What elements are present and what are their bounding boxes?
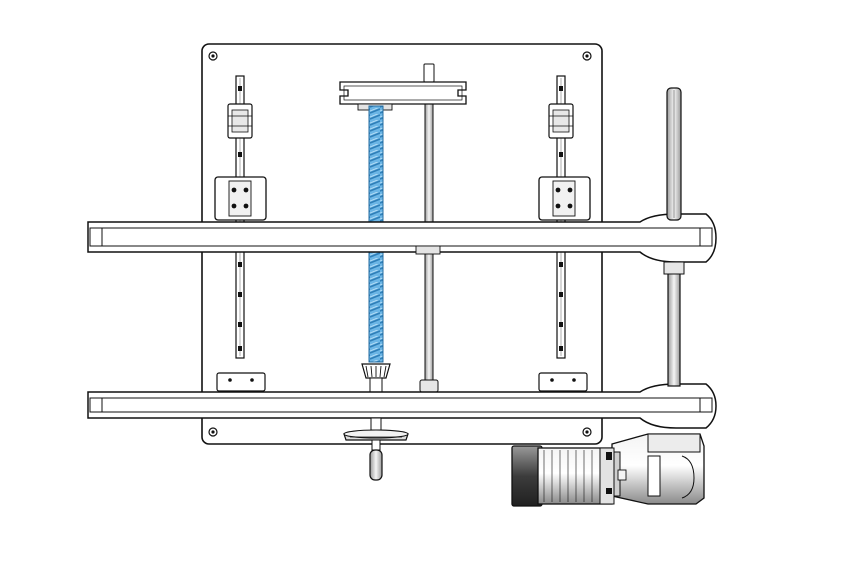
handwheel — [343, 417, 409, 441]
right-lower-bracket — [538, 372, 588, 392]
left-upper-bracket — [214, 176, 267, 221]
gear-motor — [511, 433, 705, 507]
right-rail-slider — [548, 103, 574, 139]
right-upper-bracket — [538, 176, 591, 221]
upper-conveyor-rail — [87, 213, 717, 263]
lower-conveyor-rail — [87, 383, 717, 429]
drive-shaft — [663, 87, 685, 387]
left-rail-slider — [227, 103, 253, 139]
hand-crank — [369, 439, 383, 481]
left-lower-bracket — [216, 372, 266, 392]
mounting-holes — [208, 51, 592, 437]
